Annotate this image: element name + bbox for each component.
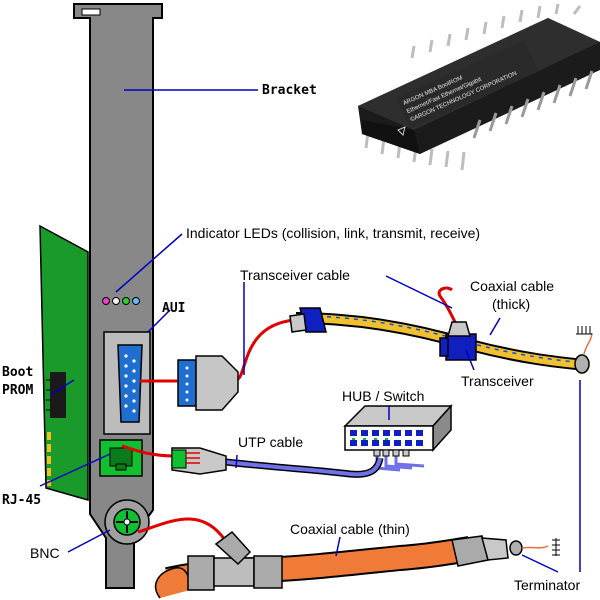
pcb-board (39, 224, 89, 501)
label-coaxial-thick-line2: (thick) (492, 296, 531, 312)
label-coaxial-thin: Coaxial cable (thin) (290, 521, 410, 537)
label-bracket: Bracket (262, 83, 317, 98)
thick-coax (289, 307, 593, 374)
rj45-plug (171, 447, 227, 475)
bnc-connector (104, 499, 150, 545)
boot-prom-socket (50, 372, 66, 418)
label-aui: AUI (162, 301, 186, 316)
label-transceiver: Transceiver (461, 373, 534, 389)
boot-prom-chip: ARGON MBA BootROM Ethernet/Fast Ethernet… (358, 3, 600, 171)
label-transceiver-cable: Transceiver cable (240, 267, 350, 283)
transceiver (439, 321, 477, 361)
bracket (73, 3, 163, 589)
terminator (451, 535, 560, 567)
aui-plug (177, 355, 239, 411)
label-rj45: RJ-45 (2, 493, 42, 508)
thin-coax (154, 530, 560, 599)
label-terminator: Terminator (514, 577, 581, 593)
label-boot-prom-line2: PROM (2, 383, 34, 398)
label-utp-cable: UTP cable (238, 434, 304, 450)
rj45-jack (99, 439, 143, 477)
label-coaxial-thick-line1: Coaxial cable (470, 278, 555, 294)
label-bnc: BNC (30, 545, 60, 561)
indicator-leds (102, 297, 140, 305)
label-indicator-leds: Indicator LEDs (collision, link, transmi… (186, 225, 481, 241)
bnc-t-connector (187, 530, 283, 591)
aui-connector (103, 331, 151, 435)
callout-lines (39, 89, 581, 573)
label-boot-prom-line1: Boot (2, 365, 34, 380)
utp-cable (171, 447, 384, 478)
label-hub-switch: HUB / Switch (342, 388, 425, 404)
red-cables (121, 286, 457, 541)
hub-switch (343, 404, 453, 472)
